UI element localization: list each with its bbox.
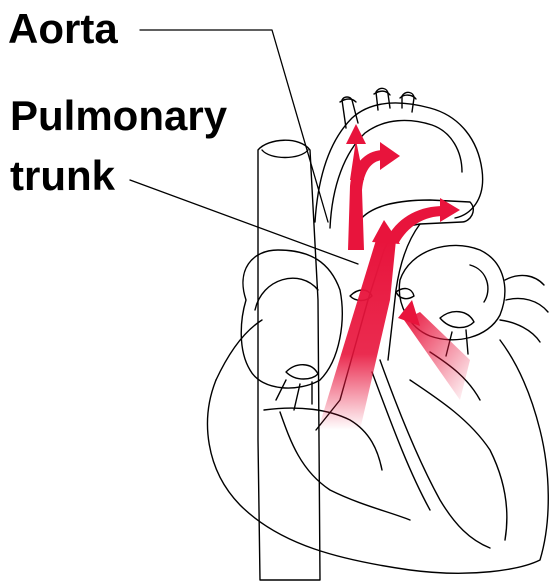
pulmonary-flow-arrow (318, 240, 396, 430)
vena-cava (258, 140, 320, 580)
tricuspid-valve (286, 365, 318, 379)
pulmonary-trunk-leader-line (130, 180, 358, 264)
mitral-valve (440, 312, 474, 328)
septum (380, 360, 490, 548)
ventricle-flow-arrow (404, 312, 470, 400)
aorta-label: Aorta (8, 8, 118, 50)
pulmonary-trunk-label-line1: Pulmonary (10, 95, 227, 137)
pulmonary-trunk-label-line2: trunk (10, 155, 115, 197)
